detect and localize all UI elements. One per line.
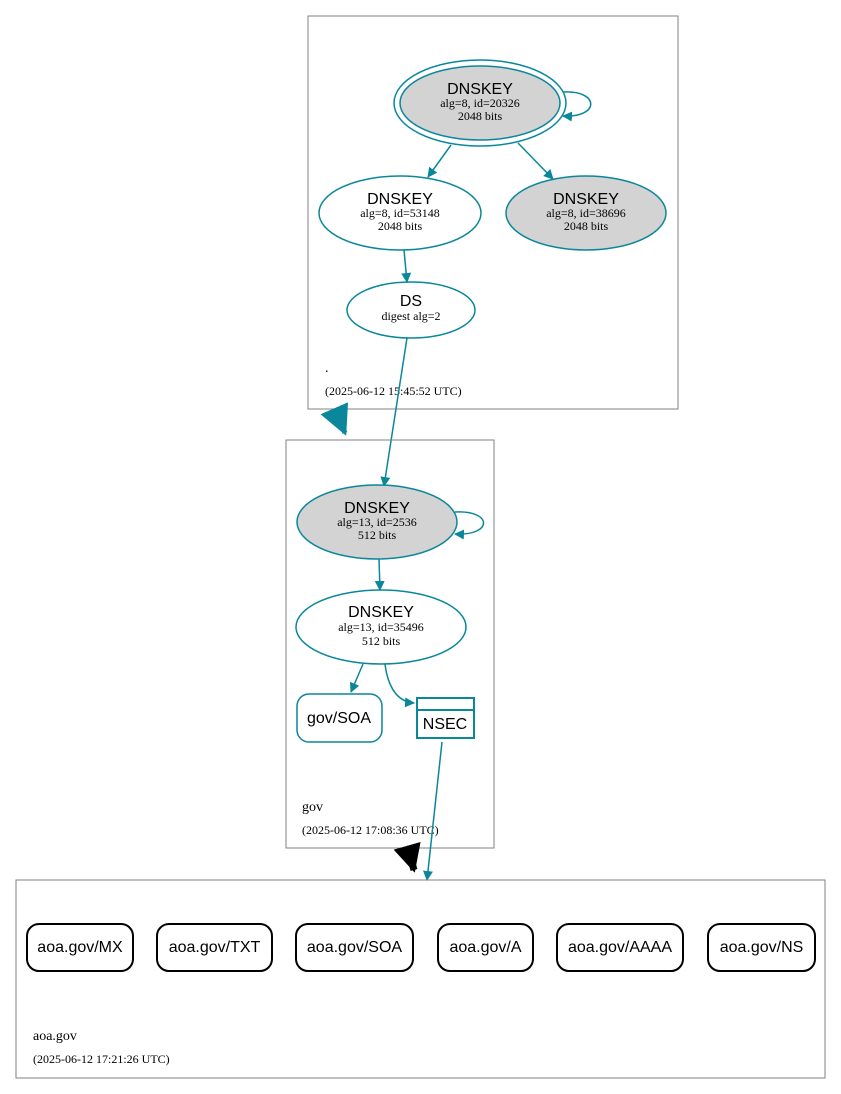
aoa-record-label: aoa.gov/TXT [169, 939, 261, 956]
root-zsk1-node: DNSKEY alg=8, id=53148 2048 bits [318, 175, 482, 251]
zone-aoa: aoa.gov/MX aoa.gov/TXT aoa.gov/SOA aoa.gov/… [15, 879, 826, 1079]
aoa-record-node: aoa.gov/AAAA [556, 923, 684, 972]
edge-root-ksk-to-zsk2 [517, 142, 554, 180]
aoa-record-label: aoa.gov/AAAA [568, 939, 672, 956]
root-zsk2-detail: alg=8, id=38696 [546, 206, 626, 220]
aoa-record-label: aoa.gov/SOA [307, 939, 403, 956]
zone-root-timestamp: (2025-06-12 15:45:52 UTC) [325, 384, 462, 398]
aoa-record-box [556, 923, 684, 972]
zone-aoa-name: aoa.gov [33, 1029, 77, 1044]
gov-nsec-label: NSEC [423, 716, 467, 733]
zone-gov-border [285, 439, 495, 849]
edge-gov-zsk-to-soa [349, 663, 364, 693]
edge-root-ksk-to-zsk1 [427, 144, 452, 178]
aoa-record-box [156, 923, 273, 972]
root-ksk-detail: alg=8, id=20326 [440, 96, 520, 110]
gov-ksk-self-loop [454, 511, 485, 540]
gov-zsk-type: DNSKEY [348, 604, 414, 621]
gov-soa-node: gov/SOA [296, 693, 383, 743]
gov-ksk-type: DNSKEY [344, 500, 410, 517]
edge-root-ds-to-gov-ksk [380, 337, 408, 487]
root-ds-node: DS digest alg=2 [346, 281, 476, 339]
aoa-record-node: aoa.gov/TXT [156, 923, 273, 972]
aoa-record-label: aoa.gov/NS [720, 939, 804, 956]
zone-root-name: . [325, 361, 329, 376]
root-ksk-bits: 2048 bits [458, 109, 503, 123]
aoa-record-box [26, 923, 134, 972]
edge-root-zsk1-to-ds [401, 249, 412, 283]
gov-zsk-detail: alg=13, id=35496 [338, 620, 424, 634]
edge-gov-ksk-to-zsk [374, 558, 385, 591]
aoa-record-node: aoa.gov/A [437, 923, 534, 972]
zone-aoa-border [15, 879, 826, 1079]
root-zsk1-bits: 2048 bits [378, 219, 423, 233]
delegation-root-to-gov [320, 402, 348, 436]
zone-gov: DNSKEY alg=13, id=2536 512 bits DNSKEY a… [285, 439, 495, 849]
gov-ksk-node: DNSKEY alg=13, id=2536 512 bits [296, 484, 458, 560]
zone-root: DNSKEY alg=8, id=20326 2048 bits DNSKEY … [307, 15, 679, 410]
root-zsk1-type: DNSKEY [367, 191, 433, 208]
aoa-record-node: aoa.gov/MX [26, 923, 134, 972]
root-zsk1-detail: alg=8, id=53148 [360, 206, 440, 220]
root-zsk2-type: DNSKEY [553, 191, 619, 208]
gov-zsk-node: DNSKEY alg=13, id=35496 512 bits [295, 589, 467, 665]
edge-gov-nsec-to-aoa [423, 741, 443, 881]
root-ksk-type: DNSKEY [447, 81, 513, 98]
zone-gov-timestamp: (2025-06-12 17:08:36 UTC) [302, 823, 439, 837]
gov-ksk-bits: 512 bits [358, 528, 397, 542]
zone-root-border [307, 15, 679, 410]
delegation-gov-to-aoa [393, 841, 421, 873]
root-ds-type: DS [400, 293, 422, 310]
aoa-record-box [437, 923, 534, 972]
aoa-record-label: aoa.gov/MX [37, 939, 123, 956]
root-ksk-node: DNSKEY alg=8, id=20326 2048 bits [393, 59, 567, 147]
zone-aoa-timestamp: (2025-06-12 17:21:26 UTC) [33, 1052, 170, 1066]
aoa-record-node: aoa.gov/SOA [295, 923, 414, 972]
gov-nsec-node: NSEC [416, 697, 475, 739]
root-ds-detail: digest alg=2 [381, 309, 440, 323]
aoa-record-box [295, 923, 414, 972]
aoa-record-node: aoa.gov/NS [707, 923, 816, 972]
gov-ksk-detail: alg=13, id=2536 [337, 515, 417, 529]
root-zsk2-node: DNSKEY alg=8, id=38696 2048 bits [505, 175, 667, 251]
gov-zsk-bits: 512 bits [362, 634, 401, 648]
edge-gov-zsk-to-nsec [384, 663, 415, 708]
root-zsk2-bits: 2048 bits [564, 219, 609, 233]
aoa-record-box [707, 923, 816, 972]
root-ksk-self-loop [562, 91, 592, 122]
zone-gov-name: gov [302, 800, 323, 815]
gov-soa-label: gov/SOA [307, 710, 371, 727]
aoa-records: aoa.gov/MX aoa.gov/TXT aoa.gov/SOA aoa.gov/… [26, 923, 816, 972]
aoa-record-label: aoa.gov/A [449, 939, 521, 956]
